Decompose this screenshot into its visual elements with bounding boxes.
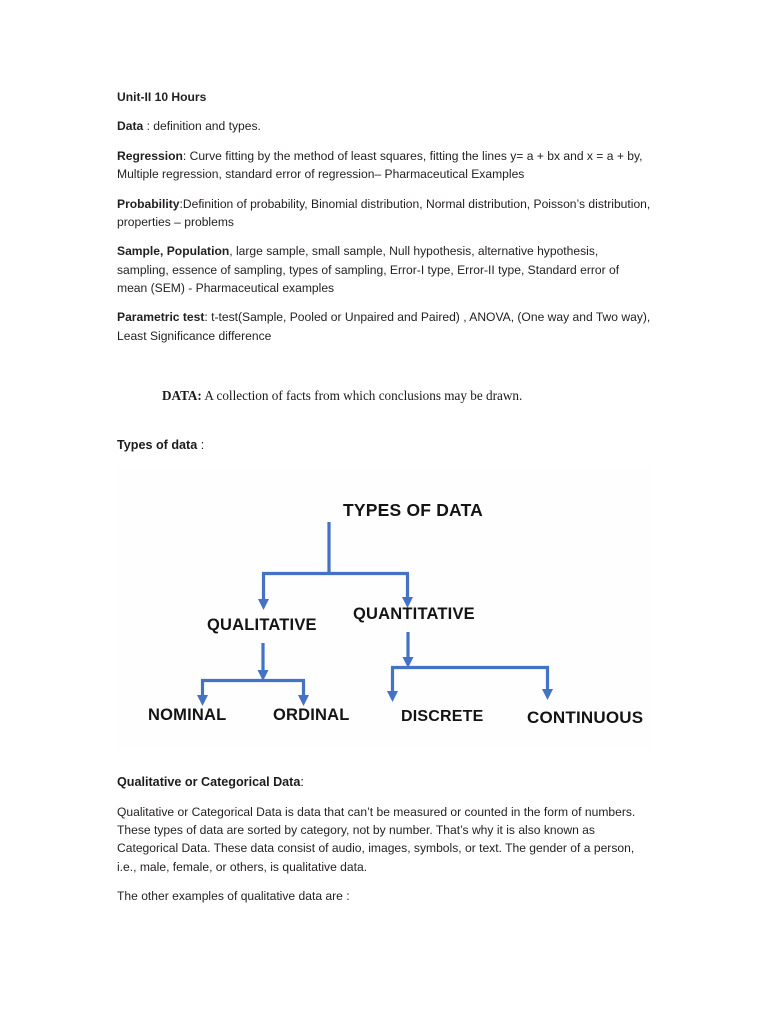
paragraph-body: : definition and types. — [143, 119, 261, 134]
arrowhead-qualitative — [258, 598, 269, 610]
paragraph-probability: Probability:Definition of probability, B… — [117, 195, 651, 232]
arrowhead-continuous — [542, 688, 553, 700]
paragraph-sample-population: Sample, Population, large sample, small … — [117, 242, 651, 297]
diagram-node-discrete: DISCRETE — [401, 707, 484, 725]
types-of-data-heading-text: Types of data — [117, 437, 198, 452]
paragraph-lead: Regression — [117, 148, 183, 163]
spacer — [117, 406, 651, 436]
paragraph-lead: Data — [117, 119, 144, 134]
arrowhead-quantitative — [402, 596, 413, 608]
arrowhead-ordinal — [298, 694, 309, 706]
data-definition-lead: DATA: — [162, 388, 202, 404]
unit-heading: Unit-II 10 Hours — [117, 88, 651, 106]
diagram-node-root: TYPES OF DATA — [343, 499, 484, 520]
qualitative-section-heading-colon: : — [300, 774, 304, 789]
paragraph-lead: Probability — [117, 196, 180, 211]
diagram-node-nominal: NOMINAL — [148, 705, 227, 724]
diagram-node-qualitative: QUALITATIVE — [207, 615, 317, 634]
arrowhead-quantitative-stem — [402, 656, 414, 668]
paragraph-data: Data : definition and types. — [117, 117, 651, 135]
types-of-data-heading: Types of data : — [117, 436, 651, 455]
paragraph-parametric-test: Parametric test: t-test(Sample, Pooled o… — [117, 308, 651, 345]
unit-heading-text: Unit-II 10 Hours — [117, 90, 207, 104]
diagram-connectors — [197, 521, 553, 706]
paragraph-body: , large sample, small sample, Null hypot… — [117, 244, 620, 295]
paragraph-body: : t-test(Sample, Pooled or Unpaired and … — [117, 310, 651, 343]
diagram-node-ordinal: ORDINAL — [273, 705, 350, 724]
data-definition-body: A collection of facts from which conclus… — [201, 388, 523, 404]
qualitative-section-heading: Qualitative or Categorical Data: — [117, 773, 651, 792]
paragraph-body: : Curve fitting by the method of least s… — [117, 148, 643, 182]
types-of-data-diagram: TYPES OF DATA QUALITATIVE QUANTITATIVE N… — [117, 468, 651, 747]
spacer — [117, 747, 651, 773]
paragraph-regression: Regression: Curve fitting by the method … — [117, 147, 651, 184]
diagram-arrowheads — [197, 596, 553, 706]
qualitative-examples-lead: The other examples of qualitative data a… — [117, 889, 350, 904]
qualitative-body-paragraph: Qualitative or Categorical Data is data … — [117, 804, 636, 874]
data-definition-line: DATA: A collection of facts from which c… — [162, 386, 651, 406]
paragraph-lead: Parametric test — [117, 310, 205, 325]
arrowhead-qualitative-stem — [257, 669, 269, 681]
paragraph-lead: Sample, Population — [117, 244, 230, 259]
types-of-data-heading-colon: : — [197, 437, 205, 452]
qualitative-section-heading-text: Qualitative or Categorical Data — [117, 774, 301, 789]
arrowhead-discrete — [387, 690, 398, 702]
arrowhead-nominal — [197, 694, 208, 706]
paragraph-body: :Definition of probability, Binomial dis… — [117, 196, 651, 229]
document-content: Unit-II 10 Hours Data : definition and t… — [117, 88, 651, 917]
diagram-node-continuous: CONTINUOUS — [527, 707, 644, 727]
diagram-node-quantitative: QUANTITATIVE — [353, 604, 475, 623]
spacer — [117, 356, 651, 386]
